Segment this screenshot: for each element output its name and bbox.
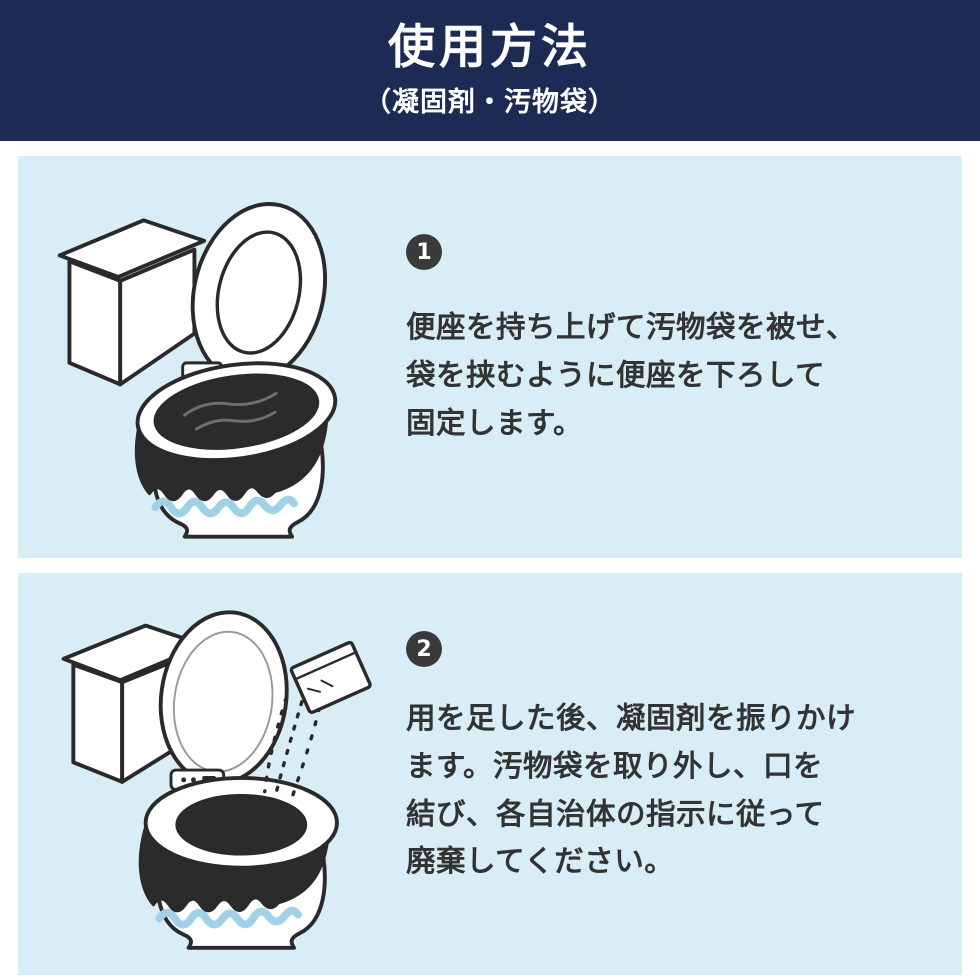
- toilet-tank: [57, 218, 207, 387]
- step-1-illustration: [18, 156, 406, 558]
- step-2-line-4: 廃棄してください。: [406, 844, 675, 879]
- granule-stream: [263, 696, 322, 806]
- seat-with-bag: [135, 361, 338, 463]
- step-panel-2: 2 用を足した後、凝固剤を振りかけ ます。汚物袋を取り外し、口を 結び、各自治体…: [18, 573, 962, 975]
- toilet-with-coagulant-image: [61, 610, 372, 950]
- header-banner: 使用方法 （凝固剤・汚物袋）: [0, 0, 980, 141]
- step-1-instructions: 便座を持ち上げて汚物袋を被せ、 袋を挟むように便座を下ろして 固定します。: [406, 304, 938, 447]
- page-title: 使用方法: [388, 20, 592, 76]
- step-2-text-block: 2 用を足した後、凝固剤を振りかけ ます。汚物袋を取り外し、口を 結び、各自治体…: [406, 573, 962, 975]
- bag-stripe: [155, 906, 302, 929]
- step-1-text-block: 1 便座を持ち上げて汚物袋を被せ、 袋を挟むように便座を下ろして 固定します。: [406, 156, 962, 558]
- step-1-line-1: 便座を持ち上げて汚物袋を被せ、: [406, 310, 857, 344]
- toilet-open-lid: [190, 202, 328, 384]
- step-1-number-badge: 1: [406, 234, 442, 270]
- toilet-with-waste-bag-image: [57, 202, 338, 539]
- step-2-instructions: 用を足した後、凝固剤を振りかけ ます。汚物袋を取り外し、口を 結び、各自治体の指…: [406, 695, 938, 886]
- step-1-line-3: 固定します。: [406, 405, 584, 440]
- coagulant-packet: [289, 640, 372, 714]
- bag-stripe: [151, 495, 298, 518]
- step-2-line-1: 用を足した後、凝固剤を振りかけ: [406, 701, 857, 735]
- page-subtitle: （凝固剤・汚物袋）: [364, 86, 616, 118]
- step-panel-1: 1 便座を持ち上げて汚物袋を被せ、 袋を挟むように便座を下ろして 固定します。: [18, 156, 962, 558]
- toilet-open-lid: [158, 610, 289, 786]
- step-1-line-2: 袋を挟むように便座を下ろして: [406, 357, 826, 392]
- step-2-number-badge: 2: [406, 631, 442, 667]
- seat-with-bag: [143, 775, 339, 870]
- step-2-illustration: [18, 573, 406, 975]
- step-2-line-3: 結び、各自治体の指示に従って: [406, 796, 825, 831]
- step-2-line-2: ます。汚物袋を取り外し、口を: [406, 748, 824, 783]
